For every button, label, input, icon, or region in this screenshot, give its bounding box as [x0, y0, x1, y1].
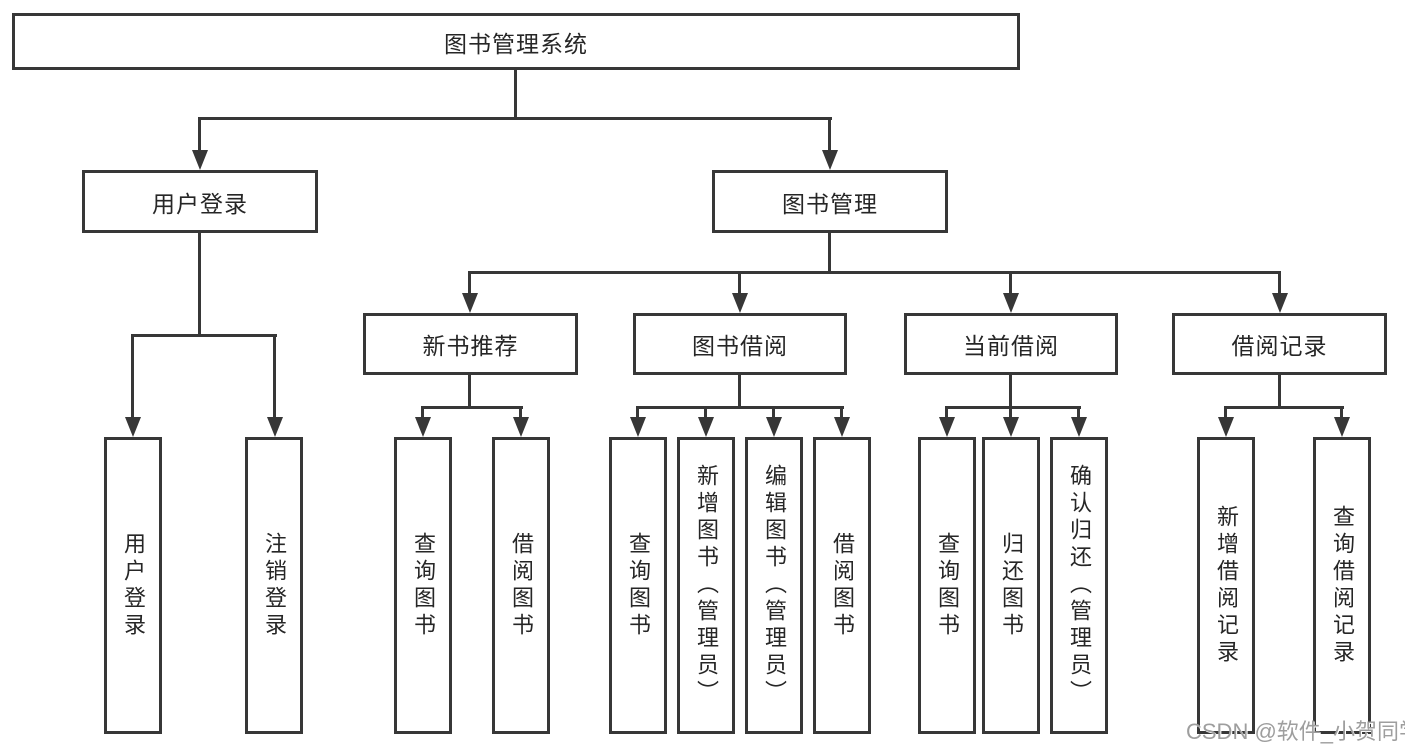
arrowhead-cb-query-book — [939, 417, 955, 437]
arrowhead-current-borrow — [1003, 293, 1019, 313]
connector-nb-hline — [421, 406, 523, 409]
connector-bb-hline — [636, 406, 844, 409]
arrowhead-bb-borrow-book — [834, 417, 850, 437]
connector-userlogin-stem — [198, 233, 201, 336]
connector-cb-child3-stem — [1077, 409, 1080, 419]
node-bb-edit-book: 编辑图书（管理员） — [745, 437, 803, 734]
connector-nb-child1-stem — [421, 409, 424, 419]
node-br-query-record: 查询借阅记录 — [1313, 437, 1371, 734]
node-book-borrow: 图书借阅 — [633, 313, 847, 375]
connector-nb-stem — [468, 375, 471, 409]
connector-ul-child2-stem — [273, 337, 276, 419]
node-new-book-rec: 新书推荐 — [363, 313, 578, 375]
node-cb-return-book: 归还图书 — [982, 437, 1040, 734]
node-cb-query-book-label: 查询图书 — [935, 531, 960, 640]
node-book-mgmt: 图书管理 — [712, 170, 948, 233]
node-bb-add-book-label: 新增图书（管理员） — [694, 464, 719, 707]
node-borrow-record-label: 借阅记录 — [1231, 333, 1328, 359]
node-br-add-record: 新增借阅记录 — [1197, 437, 1255, 734]
connector-bookmgmt-stem — [828, 233, 831, 274]
node-nb-borrow-book-label: 借阅图书 — [509, 531, 534, 640]
arrowhead-new-book-rec — [462, 293, 478, 313]
node-ul-user-login: 用户登录 — [104, 437, 162, 734]
node-bb-add-book: 新增图书（管理员） — [677, 437, 735, 734]
node-nb-query-book: 查询图书 — [394, 437, 452, 734]
csdn-watermark: CSDN @软件_小贺同学 — [1186, 719, 1405, 744]
connector-bb-child2-stem — [704, 409, 707, 419]
node-bb-borrow-book-label: 借阅图书 — [830, 531, 855, 640]
node-user-login: 用户登录 — [82, 170, 318, 233]
connector-root-userlogin-stem — [198, 118, 201, 153]
connector-root-stem — [514, 70, 517, 119]
connector-userlogin-hline — [131, 334, 277, 337]
node-user-login-label: 用户登录 — [152, 190, 248, 217]
arrowhead-ul-logout — [267, 417, 283, 437]
connector-br-hline — [1224, 406, 1344, 409]
connector-bb-stem — [738, 375, 741, 409]
connector-bookborrow-stem — [738, 274, 741, 295]
arrowhead-bb-query-book — [630, 417, 646, 437]
arrowhead-ul-user-login — [125, 417, 141, 437]
arrowhead-user-login — [192, 150, 208, 170]
arrowhead-bb-edit-book — [766, 417, 782, 437]
connector-bb-child3-stem — [772, 409, 775, 419]
arrowhead-book-mgmt — [822, 150, 838, 170]
arrowhead-bb-add-book — [698, 417, 714, 437]
connector-newbookrec-stem — [468, 274, 471, 295]
arrowhead-book-borrow — [732, 293, 748, 313]
connector-br-child2-stem — [1340, 409, 1343, 419]
node-cb-return-book-label: 归还图书 — [999, 531, 1024, 640]
connector-cb-stem — [1009, 375, 1012, 409]
node-current-borrow-label: 当前借阅 — [963, 333, 1059, 359]
node-new-book-rec-label: 新书推荐 — [422, 333, 519, 359]
node-root: 图书管理系统 — [12, 13, 1020, 70]
node-nb-borrow-book: 借阅图书 — [492, 437, 550, 734]
connector-nb-child2-stem — [519, 409, 522, 419]
connector-borrowrecord-stem — [1278, 274, 1281, 295]
connector-bb-child4-stem — [840, 409, 843, 419]
arrowhead-borrow-record — [1272, 293, 1288, 313]
node-bb-query-book: 查询图书 — [609, 437, 667, 734]
connector-cb-child1-stem — [945, 409, 948, 419]
node-root-label: 图书管理系统 — [444, 30, 588, 57]
node-bb-query-book-label: 查询图书 — [626, 531, 651, 640]
arrowhead-br-add-record — [1218, 417, 1234, 437]
connector-root-bookmgmt-stem — [828, 118, 831, 153]
node-br-add-record-label: 新增借阅记录 — [1214, 504, 1239, 667]
arrowhead-cb-return-book — [1003, 417, 1019, 437]
node-ul-logout-label: 注销登录 — [262, 531, 287, 640]
node-nb-query-book-label: 查询图书 — [411, 531, 436, 640]
node-br-query-record-label: 查询借阅记录 — [1330, 504, 1355, 667]
node-cb-confirm-return-label: 确认归还（管理员） — [1067, 464, 1092, 707]
node-current-borrow: 当前借阅 — [904, 313, 1118, 375]
connector-br-child1-stem — [1224, 409, 1227, 419]
node-bb-edit-book-label: 编辑图书（管理员） — [762, 464, 787, 707]
arrowhead-nb-query-book — [415, 417, 431, 437]
connector-currentborrow-stem — [1009, 274, 1012, 295]
node-book-borrow-label: 图书借阅 — [692, 333, 788, 359]
arrowhead-cb-confirm-return — [1071, 417, 1087, 437]
node-cb-query-book: 查询图书 — [918, 437, 976, 734]
connector-bookmgmt-hline — [468, 271, 1281, 274]
node-bb-borrow-book: 借阅图书 — [813, 437, 871, 734]
node-ul-logout: 注销登录 — [245, 437, 303, 734]
node-ul-user-login-label: 用户登录 — [121, 531, 146, 640]
node-cb-confirm-return: 确认归还（管理员） — [1050, 437, 1108, 734]
node-book-mgmt-label: 图书管理 — [782, 190, 878, 217]
connector-ul-child1-stem — [131, 337, 134, 419]
arrowhead-nb-borrow-book — [513, 417, 529, 437]
connector-bb-child1-stem — [636, 409, 639, 419]
connector-br-stem — [1278, 375, 1281, 409]
connector-cb-hline — [945, 406, 1081, 409]
node-borrow-record: 借阅记录 — [1172, 313, 1387, 375]
connector-cb-child2-stem — [1009, 409, 1012, 419]
arrowhead-br-query-record — [1334, 417, 1350, 437]
connector-root-hline — [198, 117, 832, 120]
